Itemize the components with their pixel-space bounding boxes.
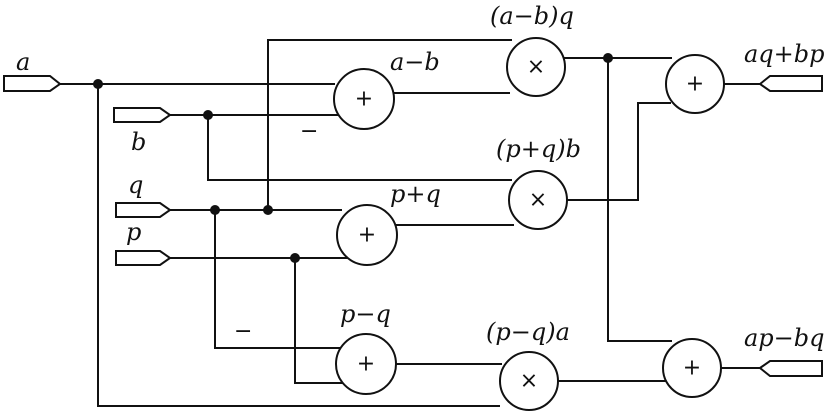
multiplier-circle	[506, 37, 566, 97]
wire-p-to-sub-pq	[294, 258, 347, 384]
node-mul-top: ×	[506, 37, 566, 97]
input-label-q: q	[128, 171, 143, 199]
input-label-p: p	[126, 218, 141, 246]
output-label-bottom: ap−bq	[744, 324, 825, 352]
wire-a-to-mul-bot	[97, 84, 500, 407]
input-port-q	[115, 202, 172, 218]
minus-sign-q: −	[234, 319, 252, 344]
adder-circle	[662, 338, 722, 398]
node-add-top: +	[665, 54, 725, 114]
node-sum-pq: +	[336, 204, 398, 266]
input-port-p	[115, 250, 172, 266]
multiplier-symbol: ×	[529, 188, 547, 213]
adder-circle	[333, 68, 395, 130]
wire-b-to-mul-mid	[207, 115, 512, 181]
multiplier-symbol: ×	[527, 55, 545, 80]
junctions	[93, 53, 613, 263]
adder-symbol: +	[683, 356, 701, 381]
label-a-minus-b-times-q: (a−b)q	[490, 2, 574, 30]
input-ports	[3, 75, 172, 266]
wires	[60, 39, 760, 407]
label-p-minus-q: p−q	[340, 300, 391, 328]
output-port-bottom	[758, 360, 823, 377]
junction-q-2	[263, 205, 273, 215]
node-sub-ab: +	[333, 68, 395, 130]
adder-circle	[665, 54, 725, 114]
node-mul-bot: ×	[499, 351, 559, 411]
junction-a	[93, 79, 103, 89]
adder-symbol: +	[355, 87, 373, 112]
output-ports	[758, 75, 823, 377]
input-label-a: a	[16, 48, 30, 76]
label-p-plus-q: p+q	[390, 180, 441, 208]
junction-b	[203, 110, 213, 120]
node-mul-mid: ×	[508, 170, 568, 230]
adder-circle	[335, 333, 397, 395]
wire-mul-top-to-add-bot	[607, 58, 672, 342]
input-label-b: b	[131, 128, 146, 156]
wire-q-to-mul-top	[267, 39, 512, 210]
input-port-a	[3, 75, 62, 92]
adder-symbol: +	[686, 72, 704, 97]
multiplier-circle	[508, 170, 568, 230]
multiplier-circle	[499, 351, 559, 411]
junction-p	[290, 253, 300, 263]
node-sub-pq: +	[335, 333, 397, 395]
minus-sign-b: −	[300, 119, 318, 144]
node-add-bot: +	[662, 338, 722, 398]
output-label-top: aq+bp	[744, 40, 825, 68]
adder-symbol: +	[358, 223, 376, 248]
junction-q-1	[210, 205, 220, 215]
junction-mul-top-out	[603, 53, 613, 63]
adder-symbol: +	[357, 352, 375, 377]
label-a-minus-b: a−b	[390, 48, 440, 76]
label-p-plus-q-times-b: (p+q)b	[496, 135, 581, 163]
wire-q-to-sub-pq	[214, 210, 340, 349]
input-port-b	[113, 107, 172, 123]
adder-circle	[336, 204, 398, 266]
label-p-minus-q-times-a: (p−q)a	[486, 318, 570, 346]
multiplier-symbol: ×	[520, 369, 538, 394]
wire-mul-mid-to-add-top	[564, 102, 671, 201]
output-port-top	[758, 75, 823, 92]
